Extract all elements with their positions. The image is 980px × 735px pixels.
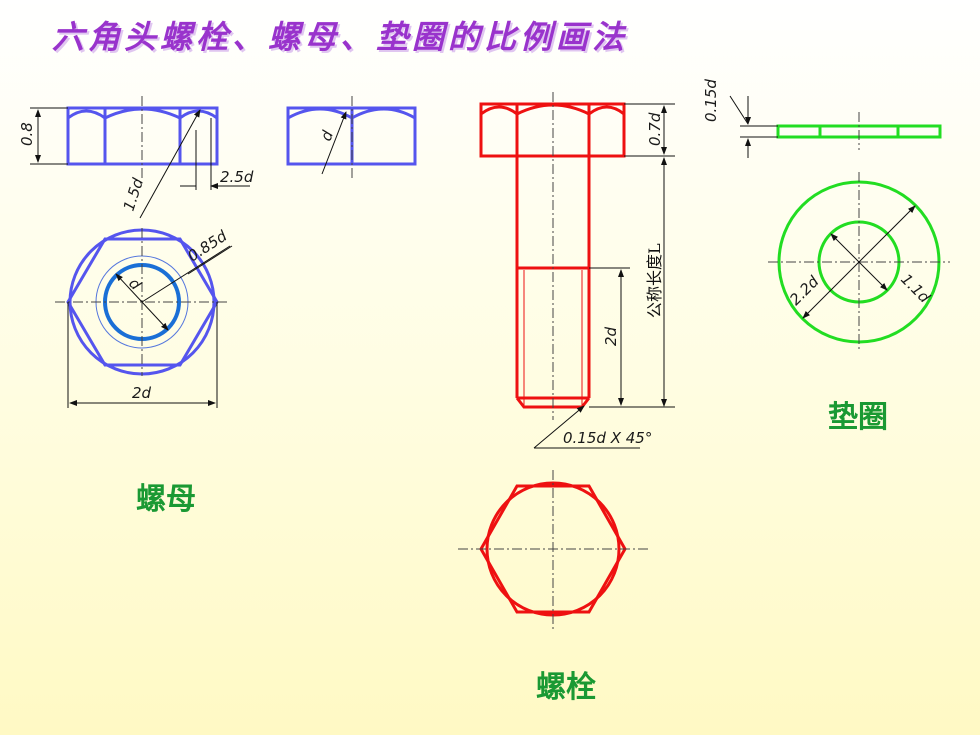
- bolt-caption: 螺栓: [536, 670, 596, 705]
- bolt-chamfer-label: 0.15d X 45°: [563, 429, 652, 447]
- page-title: 六角头螺栓、螺母、垫圈的比例画法: [52, 18, 629, 56]
- nut-side-d-leader: [321, 111, 347, 175]
- nut-offset-label: 2.5d: [220, 168, 254, 186]
- nut-height-dimension: [30, 107, 68, 165]
- bolt-head-label: 0.7d: [646, 112, 664, 146]
- bolt-top-centerlines: [458, 470, 648, 630]
- nut-top-dimensions: [67, 245, 233, 408]
- nut-side-d-label: d: [317, 128, 337, 144]
- nut-chamfer-label: 0.85d: [184, 227, 230, 266]
- bolt-dimensions: [533, 103, 675, 449]
- washer-thickness-dimension: [729, 95, 778, 158]
- washer-diameter-dimensions: [802, 205, 916, 319]
- bolt-front-view: [479, 102, 626, 409]
- nut-height-label: 0.8: [18, 122, 36, 146]
- bolt-thread-label: 2d: [602, 326, 620, 346]
- washer-thickness-label: 0.15d: [702, 79, 720, 122]
- bolt-length-label: 公称长度L: [645, 243, 664, 318]
- nut-radius-leader: [139, 109, 250, 219]
- nut-radius-label: 1.5d: [120, 175, 148, 213]
- washer-caption: 垫圈: [828, 400, 888, 435]
- nut-caption: 螺母: [136, 482, 196, 517]
- nut-width-label: 2d: [132, 384, 152, 402]
